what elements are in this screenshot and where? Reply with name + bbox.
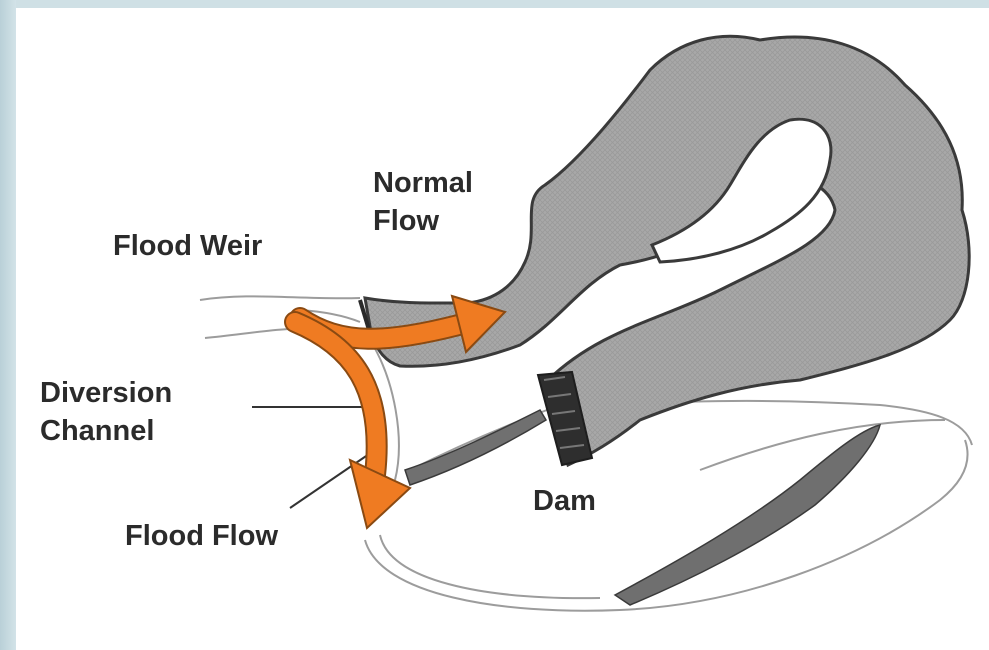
upper-bank-line <box>200 296 360 300</box>
normal-flow-label-line-2: Flow <box>373 205 439 237</box>
frame-left-border <box>0 0 16 650</box>
normal-flow-label-line-1: Normal <box>373 167 473 199</box>
diagram-panel: Normal Flow Flood Weir Diversion Channel… <box>16 8 989 650</box>
river-downstream-inner-bank <box>380 535 600 598</box>
dam-outflow-channel <box>405 410 546 485</box>
flood-weir-label: Flood Weir <box>113 230 262 262</box>
diversion-diagram: Normal Flow Flood Weir Diversion Channel… <box>16 8 989 650</box>
diversion-channel-label-line-2: Channel <box>40 415 154 447</box>
downstream-sandbar <box>615 425 880 605</box>
diversion-channel-label-line-1: Diversion <box>40 377 172 409</box>
flood-flow-label: Flood Flow <box>125 520 278 552</box>
dam-label: Dam <box>533 485 596 517</box>
frame-top-border <box>0 0 989 8</box>
